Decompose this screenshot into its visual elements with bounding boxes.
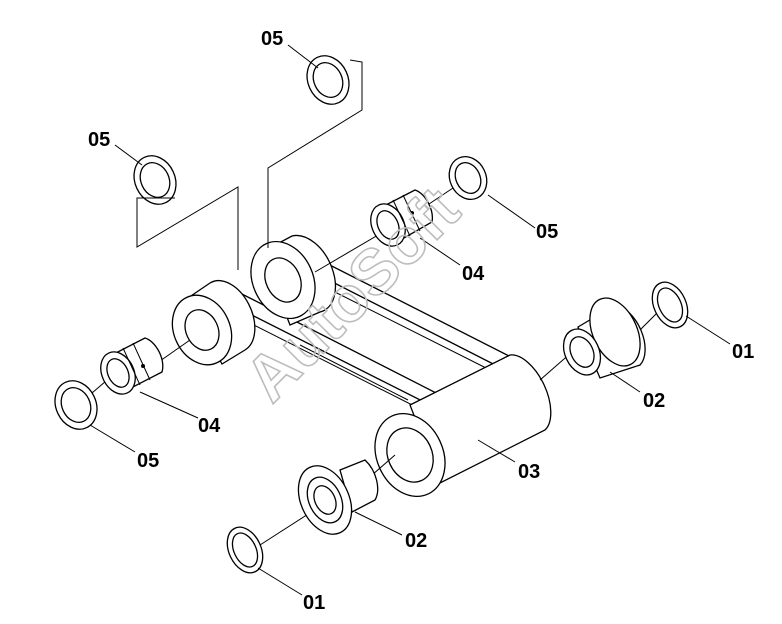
tube-rear-right: [250, 234, 337, 326]
label-01-front: 01: [303, 592, 325, 614]
main-tube-03: [374, 354, 552, 498]
flange-bushing-02-front: [297, 459, 379, 535]
label-05-right: 05: [536, 221, 558, 243]
washer-05-bottom: [54, 380, 98, 430]
seal-ring-01-right: [651, 281, 689, 329]
label-02-right: 02: [643, 390, 665, 412]
label-04-upper: 04: [462, 263, 485, 285]
label-04-lower: 04: [198, 415, 221, 437]
label-03: 03: [518, 461, 540, 483]
flange-bushing-02-right: [562, 297, 646, 379]
bearing-04-lower: [100, 337, 164, 395]
leader-lines: [89, 44, 731, 596]
washer-05-left: [133, 155, 177, 205]
label-01-right: 01: [732, 341, 754, 363]
link-frame-03: [171, 234, 552, 498]
label-05-bottom: 05: [137, 450, 159, 472]
washer-05-right: [448, 156, 488, 200]
seal-ring-01-front: [226, 526, 264, 574]
bearing-04-upper: [370, 189, 433, 247]
tube-rear-left: [171, 280, 256, 366]
label-05-left: 05: [88, 129, 110, 151]
label-05-top: 05: [261, 28, 283, 50]
label-02-front: 02: [405, 530, 427, 552]
washer-05-top: [306, 55, 350, 105]
